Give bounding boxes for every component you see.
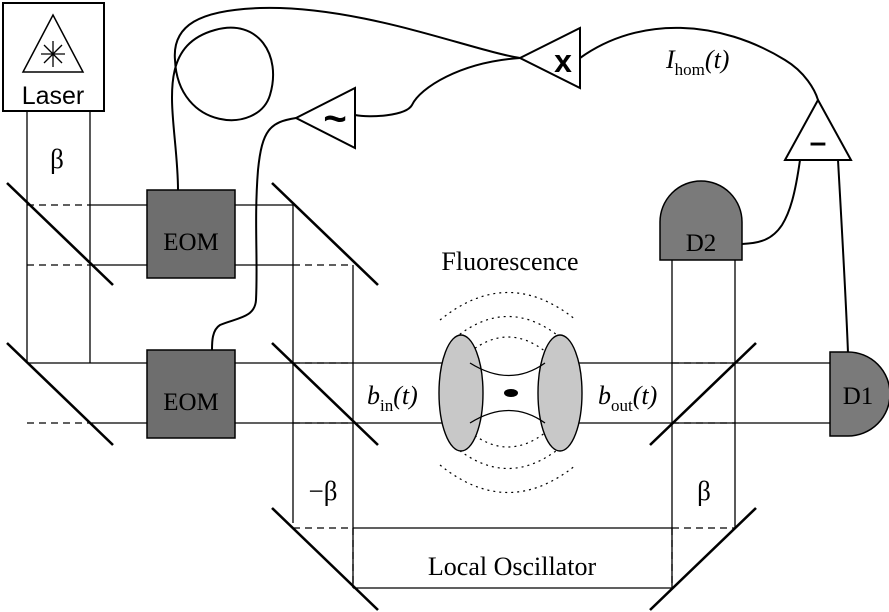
cavity-lens-left [438,334,484,452]
mirror-lo-left [271,507,379,611]
mirror-top-left [6,182,114,286]
mirrors [6,182,757,611]
cable-d2-to-subtractor [741,159,801,245]
lowpass-filter: ~ [293,86,356,150]
cable-lowpass-to-eom-bottom [211,117,297,351]
subtractor-symbol: – [810,126,827,159]
beam-splitter-center [271,342,379,446]
d2-label: D2 [686,230,717,257]
signal-cables [171,6,849,354]
eom-bottom-label: EOM [163,389,219,416]
b-out-label: bout(t) [598,381,657,415]
multiplier: x [517,26,581,90]
cable-multiplier-to-lowpass [354,57,521,118]
cavity-beam-waist-top [469,362,546,377]
cavity-lens-right [537,334,583,452]
i-hom-label: Ihom(t) [665,45,729,79]
detector-d1: D1 [829,351,889,437]
cable-subtractor-to-multiplier [579,26,819,101]
subtractor: – [783,97,853,161]
beam-splitter-right [649,342,757,446]
local-oscillator-label: Local Oscillator [428,552,597,581]
eom-bottom: EOM [146,349,236,439]
laser-warning-triangle-icon [21,13,85,73]
multiplier-symbol: x [554,43,572,79]
laser-label: Laser [22,82,85,110]
cable-d1-to-subtractor [837,159,849,354]
beam-overlaps [27,204,735,588]
cavity [438,334,583,452]
eom-top-label: EOM [163,229,219,256]
cable-eom-top-to-multiplier [171,6,521,191]
b-in-label: bin(t) [367,381,418,415]
laser-source: Laser [2,2,105,112]
neg-beta-label: −β [309,476,338,506]
lowpass-symbol: ~ [323,97,346,141]
mirror-top-center [271,182,379,286]
beta-right-label: β [697,476,711,506]
beta-left-label: β [50,144,64,174]
fluorescence-label: Fluorescence [441,247,578,276]
mirror-bottom-left [6,342,114,446]
atom [504,389,518,397]
detector-d2: D2 [659,180,743,261]
fluorescence-arcs [439,292,577,493]
eom-top: EOM [146,189,236,279]
cavity-beam-waist-bottom [469,409,546,424]
mirror-lo-right [649,507,757,611]
d1-label: D1 [843,383,874,410]
